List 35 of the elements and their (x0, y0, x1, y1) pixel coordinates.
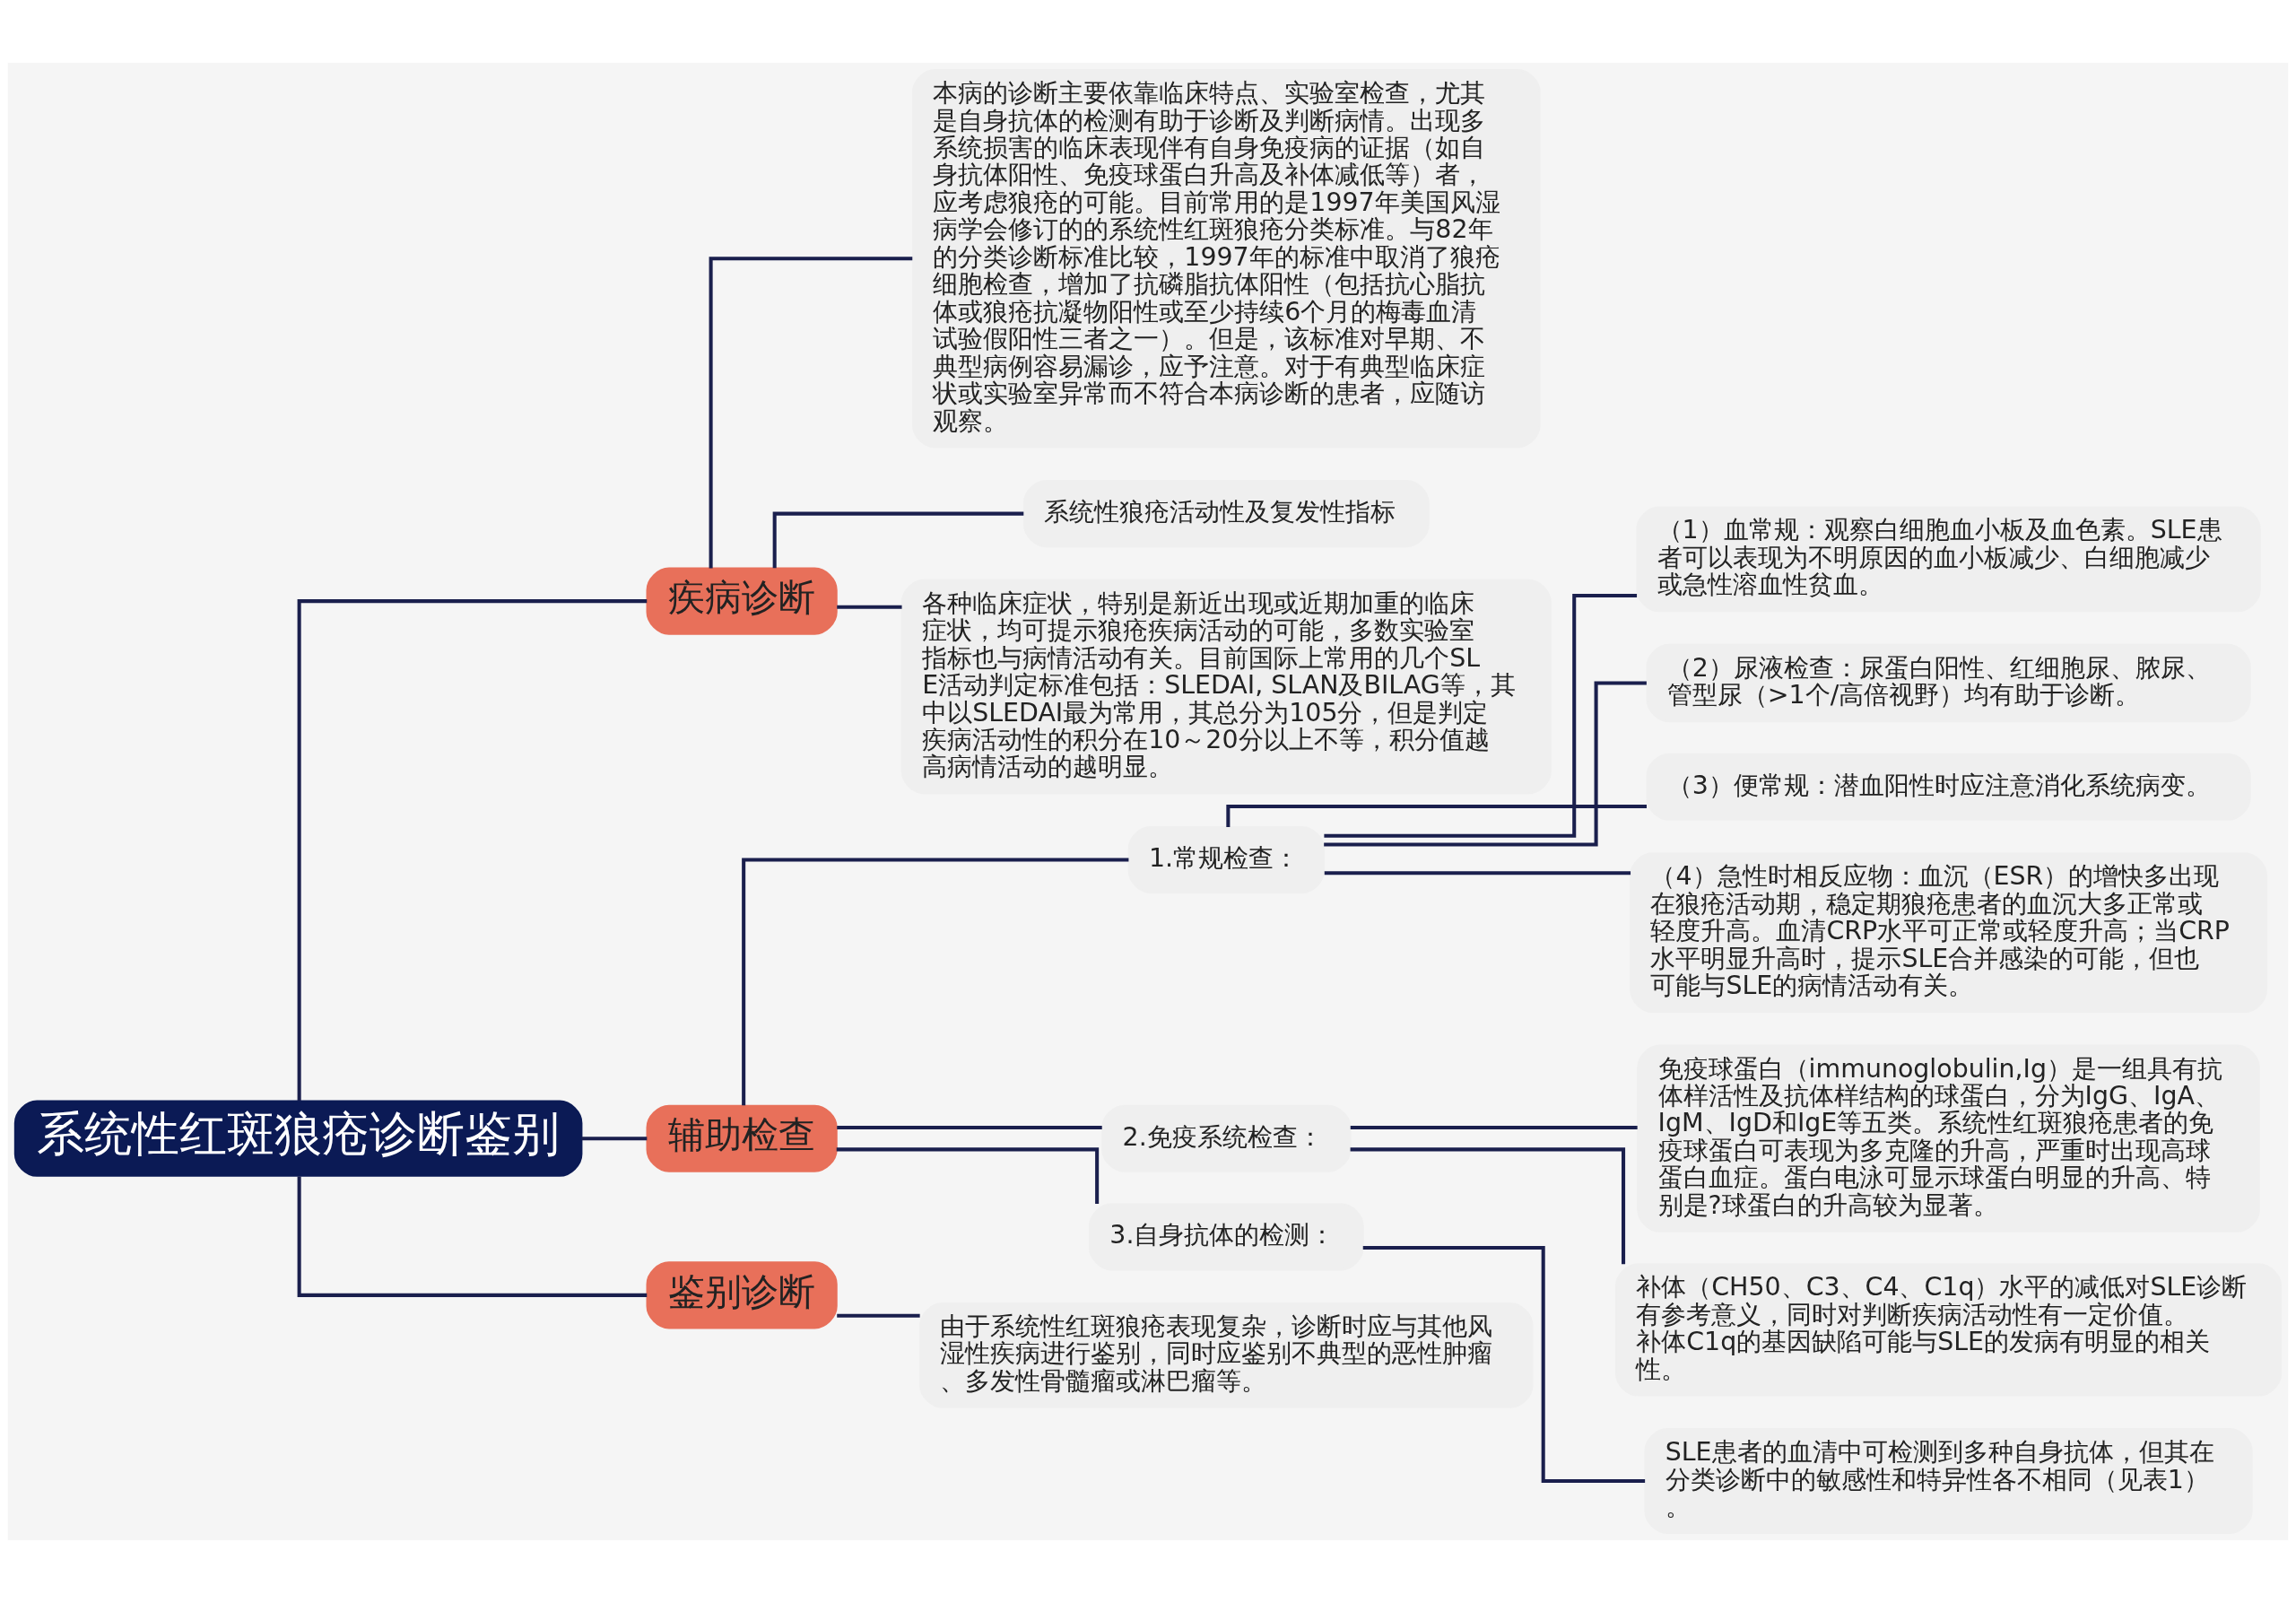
node-box: （2）尿液检查：尿蛋白阳性、红细胞尿、脓尿、管型尿（>1个/高倍视野）均有助于诊断。 (1646, 643, 2251, 723)
connector (837, 1126, 1102, 1130)
node-box: 免疫球蛋白（immunoglobulin,Ig）是一组具有抗体样活性及抗体样结构的球蛋白，分为IgG、IgA、IgM、IgD和IgE等五类。系统性红斑狼疮患者的免疫球蛋白可表现为多克隆的升高，严重时出现高球蛋白血症。蛋白电泳可显示球蛋白明显的升高、特别是?球蛋白的升高较为显著。 (1637, 1044, 2260, 1233)
node-box: （4）急性时相反应物：血沉（ESR）的增快多出现在狼疮活动期，稳定期狼疮患者的血沉大多正常或轻度升高。血清CRP水平可正常或轻度升高；当CRP水平明显升高时，提示SLE合并感染的可能，但也可能与SLE的病情活动有关。 (1630, 852, 2267, 1014)
connector (837, 605, 902, 609)
connector (297, 1176, 648, 1297)
connector (742, 858, 1129, 1106)
connector (772, 511, 1024, 569)
node-box: （3）便常规：潜血阳性时应注意消化系统病变。 (1646, 753, 2251, 821)
node-box: 系统性红斑狼疮诊断鉴别 (13, 1100, 583, 1177)
node-box: 3.自身抗体的检测： (1089, 1203, 1364, 1271)
connector (1226, 805, 1647, 827)
node-box: 系统性狼疮活动性及复发性指标 (1022, 480, 1430, 548)
node-box: （1）血常规：观察白细胞血小板及血色素。SLE患者可以表现为不明原因的血小板减少、白细胞减少或急性溶血性贫血。 (1636, 506, 2261, 613)
node-box: 由于系统性红斑狼疮表现复杂，诊断时应与其他风湿性疾病进行鉴别，同时应鉴别不典型的恶性肿瘤、多发性骨髓瘤或淋巴瘤等。 (919, 1302, 1534, 1408)
connector (297, 599, 648, 1102)
node-box: 疾病诊断 (646, 567, 838, 635)
connector (581, 1137, 648, 1141)
connector (709, 257, 913, 569)
connector (1362, 1246, 1646, 1484)
node-box: 鉴别诊断 (646, 1261, 838, 1329)
connector (1324, 871, 1631, 876)
connector (1324, 681, 1647, 847)
node-box: 2.免疫系统检查： (1101, 1104, 1352, 1172)
connector (1350, 1126, 1638, 1130)
node-box: 各种临床症状，特别是新近出现或近期加重的临床症状，均可提示狼疮疾病活动的可能，多数实验室指标也与病情活动有关。目前国际上常用的几个SLE活动判定标准包括：SLEDAI, SLAN及BILAG等，其中以SLEDAI最为常用，其总分为105分，但是判定疾病活动性的积分在10～20分以上不等，积分值越高病情活动的越明显。 (900, 579, 1552, 795)
connector (1350, 1147, 1626, 1265)
node-box: 辅助检查 (646, 1104, 838, 1172)
node-box: 1.常规检查： (1127, 825, 1325, 894)
node-box: SLE患者的血清中可检测到多种自身抗体，但其在分类诊断中的敏感性和特异性各不相同（见表1）。 (1644, 1428, 2253, 1534)
connector (837, 1313, 920, 1318)
node-box: 本病的诊断主要依靠临床特点、实验室检查，尤其是自身抗体的检测有助于诊断及判断病情。出现多系统损害的临床表现伴有自身免疫病的证据（如自身抗体阳性、免疫球蛋白升高及补体减低等）者，应考虑狼疮的可能。目前常用的是1997年美国风湿病学会修订的的系统性红斑狼疮分类标准。与82年的分类诊断标准比较，1997年的标准中取消了狼疮细胞检查，增加了抗磷脂抗体阳性（包括抗心脂抗体或狼疮抗凝物阳性或至少持续6个月的梅毒血清试验假阳性三者之一）。但是，该标准对早期、不典型病例容易漏诊，应予注意。对于有典型临床症状或实验室异常而不符合本病诊断的患者，应随访观察。 (912, 69, 1541, 449)
connector (836, 1147, 1100, 1204)
connector (1324, 594, 1638, 838)
node-box: 补体（CH50、C3、C4、C1q）水平的减低对SLE诊断有参考意义，同时对判断疾病活动性有一定价值。补体C1q的基因缺陷可能与SLE的发病有明显的相关性。 (1614, 1263, 2283, 1397)
